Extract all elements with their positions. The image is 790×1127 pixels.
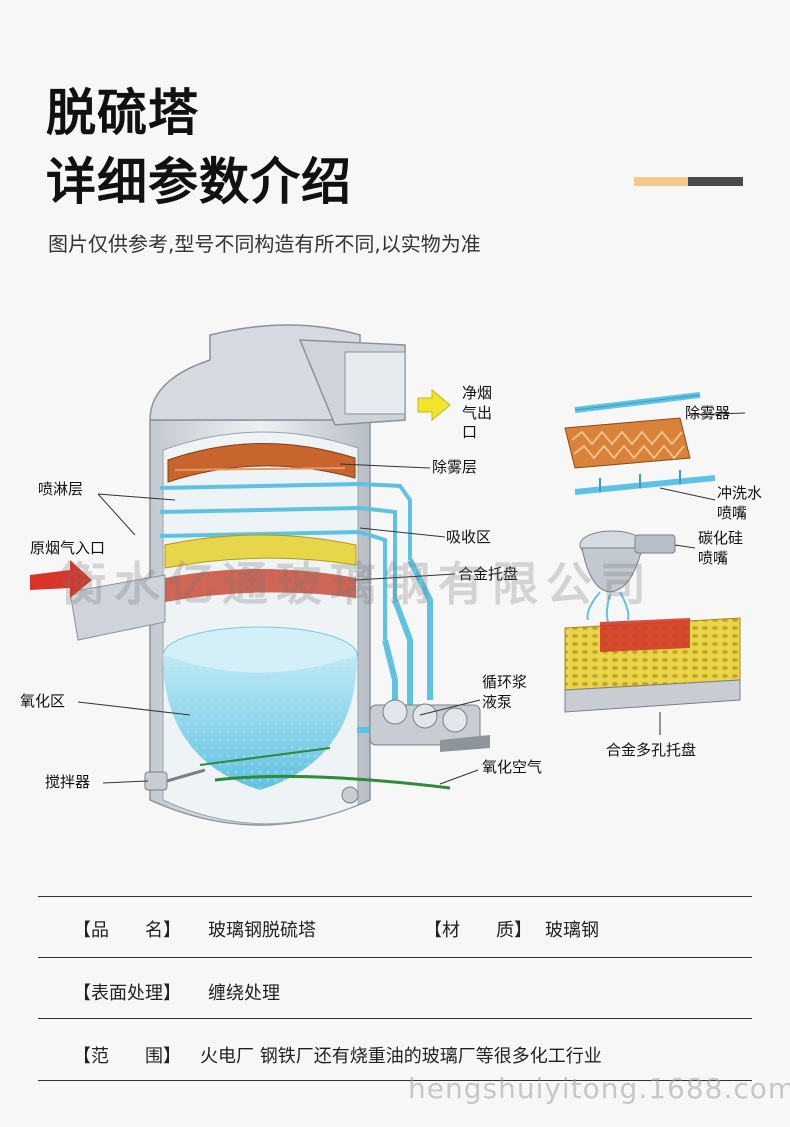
- spec-surface-label: 【表面处理】: [73, 983, 181, 1004]
- footer-url-watermark: hengshuiyitong.1688.com: [408, 1072, 790, 1105]
- label-oxidation-air: 氧化空气: [482, 758, 543, 776]
- subtitle-note: 图片仅供参考,型号不同构造有所不同,以实物为准: [48, 232, 481, 256]
- label-alloy-tray: 合金托盘: [458, 565, 519, 583]
- spec-scope-value: 火电厂 钢铁厂还有烧重油的玻璃厂等很多化工行业: [200, 1046, 602, 1067]
- label-flush-nozzle: 冲洗水 喷嘴: [717, 484, 763, 522]
- spec-name-label: 【品 名】: [73, 920, 181, 941]
- alloy-tray-graphic: [164, 534, 357, 569]
- circulation-pumps-graphic: [369, 699, 490, 752]
- spec-material-label: 【材 质】: [424, 920, 532, 941]
- leader-lines: [77, 463, 481, 785]
- demister-detail-graphic: [564, 392, 746, 501]
- spec-divider-bottom: [38, 1080, 752, 1081]
- label-oxidation-zone: 氧化区: [20, 692, 66, 710]
- spec-material-value: 玻璃钢: [545, 920, 599, 941]
- spec-divider-1: [38, 957, 752, 958]
- oxidation-air-pipe: [199, 747, 451, 804]
- demister-layer-graphic: [167, 443, 356, 483]
- slurry-pool: [162, 626, 358, 790]
- company-watermark: 衡水亿通玻璃钢有限公司: [60, 557, 654, 611]
- label-perforated-tray: 合金多孔托盘: [606, 741, 697, 759]
- spec-scope-label: 【范 围】: [73, 1046, 181, 1067]
- label-absorption-zone: 吸收区: [446, 528, 492, 546]
- perforated-tray-graphic: [564, 617, 741, 735]
- label-clean-gas-outlet: 净烟 气出 口: [462, 384, 493, 441]
- spec-divider-2: [38, 1018, 752, 1019]
- spec-name-value: 玻璃钢脱硫塔: [208, 920, 316, 941]
- page-title-line1: 脱硫塔: [46, 84, 199, 142]
- raw-gas-inlet-duct: [30, 560, 166, 641]
- label-demister: 除雾器: [685, 404, 731, 422]
- label-raw-gas-inlet: 原烟气入口: [30, 539, 106, 557]
- label-demister-layer: 除雾层: [432, 458, 478, 476]
- spray-layer-graphic: [159, 482, 412, 640]
- accent-bar-light: [634, 177, 688, 186]
- spec-surface-value: 缠绕处理: [208, 983, 280, 1004]
- desulfurization-tower-diagram: [30, 324, 746, 826]
- label-spray-layer: 喷淋层: [38, 480, 84, 498]
- agitator-graphic: [144, 768, 206, 791]
- spec-divider-top: [38, 896, 752, 897]
- accent-bar-dark: [688, 177, 743, 186]
- label-agitator: 搅拌器: [45, 773, 91, 791]
- gas-flow-zone: [165, 569, 356, 602]
- page-title-line2: 详细参数介绍: [46, 153, 352, 211]
- label-circulation-pump: 循环浆 液泵: [482, 673, 528, 711]
- label-sic-nozzle: 碳化硅 喷嘴: [698, 529, 744, 567]
- clean-gas-arrow: [417, 388, 451, 422]
- sic-nozzle-graphic: [579, 530, 696, 623]
